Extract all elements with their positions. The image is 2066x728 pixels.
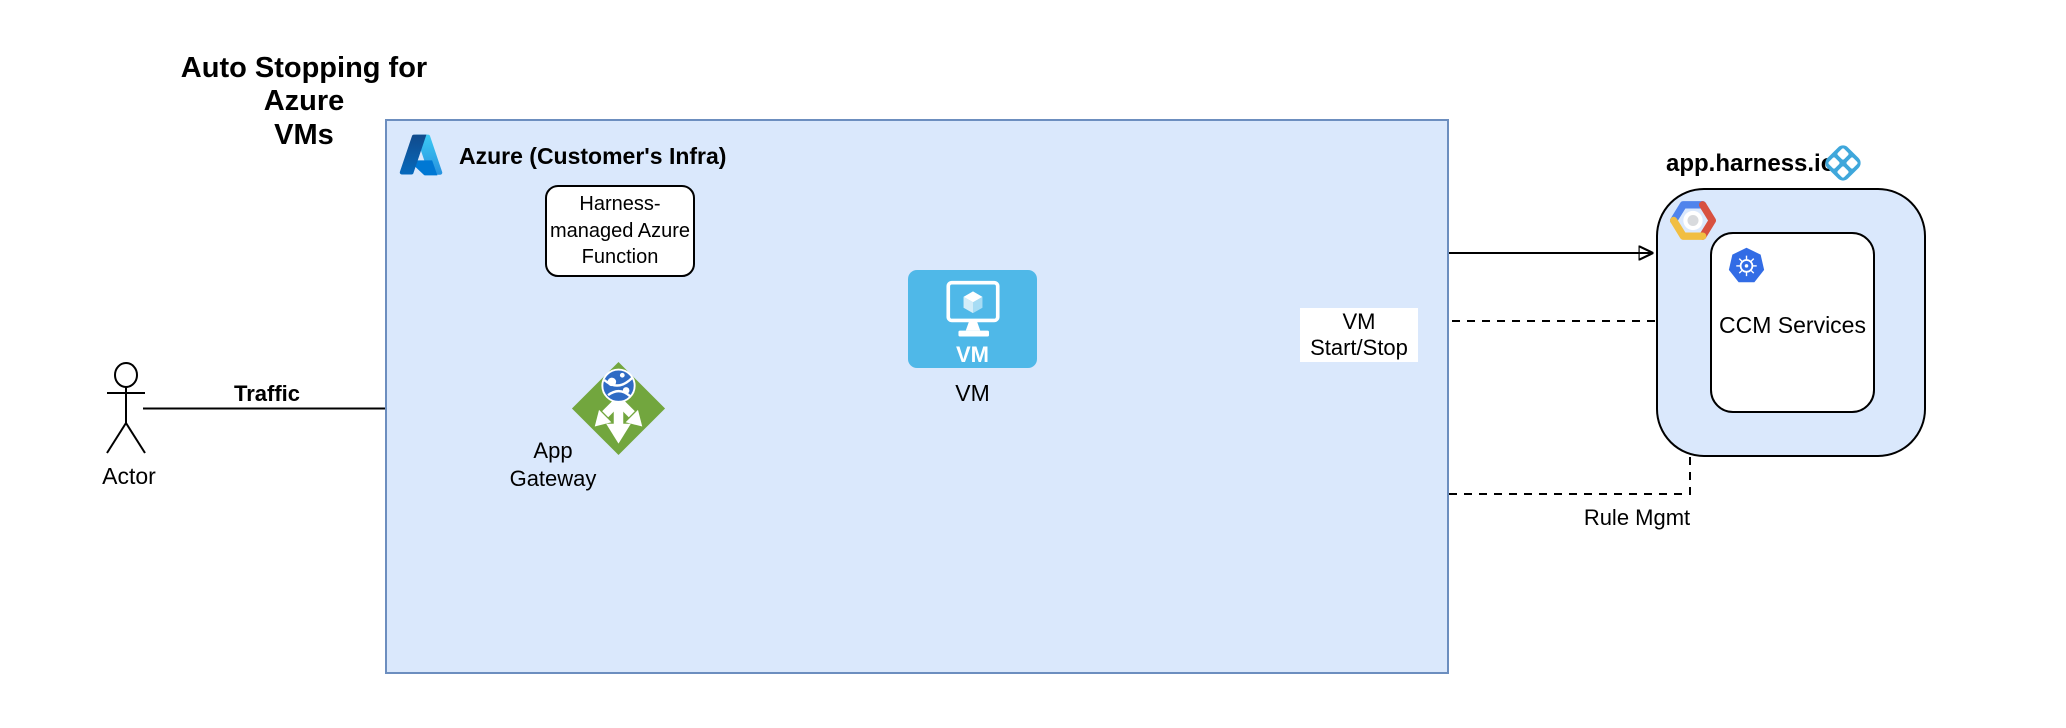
gcp-logo-icon <box>1670 201 1716 240</box>
actor-label: Actor <box>102 463 156 489</box>
page-title-line1: Auto Stopping for Azure <box>180 52 428 118</box>
app-gateway-label: App Gateway <box>498 437 608 493</box>
function-node-label-line3: Function <box>581 246 659 269</box>
rule-mgmt-edge-label: Rule Mgmt <box>1583 505 1691 530</box>
vm-start-stop-edge-label: VM Start/Stop <box>1300 308 1418 362</box>
app-gateway-label-line2: Gateway <box>509 466 597 492</box>
function-node-label-line2: managed Azure <box>549 219 691 242</box>
function-node-label-line1: Harness- <box>579 193 661 216</box>
kubernetes-icon <box>1728 247 1765 283</box>
function-node: Harness- managed Azure Function <box>545 185 695 277</box>
azure-logo-icon <box>399 134 443 176</box>
page-title-line2: VMs <box>274 118 334 151</box>
vm-node-inner-label: VM <box>956 342 989 367</box>
actor-figure-icon <box>106 362 146 454</box>
azure-group-label: Azure (Customer's Infra) <box>459 143 727 169</box>
app-gateway-label-line1: App <box>533 438 573 463</box>
page-title: Auto Stopping for Azure VMs <box>170 52 438 152</box>
app-gateway-icon <box>571 361 666 456</box>
vm-node: VM <box>908 270 1037 368</box>
harness-group-label: app.harness.io <box>1666 150 1836 177</box>
harness-logo-icon <box>1825 145 1861 181</box>
ccm-services-label: CCM Services <box>1719 312 1866 338</box>
vm-monitor-icon <box>945 280 1000 337</box>
vm-node-label: VM <box>955 380 990 406</box>
ccm-node: CCM Services <box>1710 232 1875 413</box>
traffic-edge-label: Traffic <box>233 381 301 406</box>
